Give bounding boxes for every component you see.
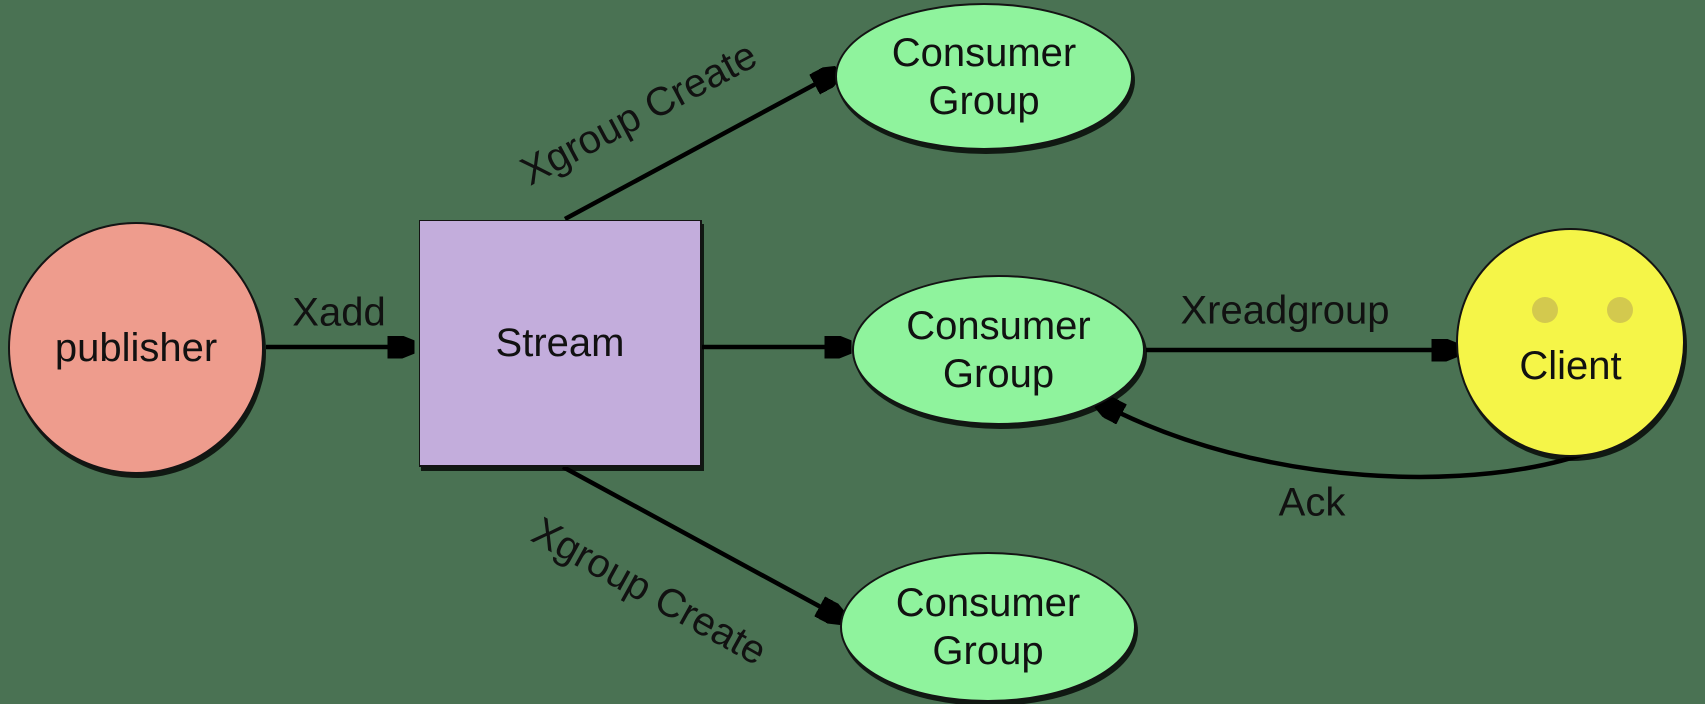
edge-label-xreadgroup: Xreadgroup [1180,288,1390,333]
edge-label-ack: Ack [1278,480,1346,525]
node-client: Client [1456,228,1685,457]
node-publisher: publisher [8,222,264,474]
edge-label-xgroup-create-top: Xgroup Create [513,33,764,195]
consumer-group-middle-label: Consumer Group [906,304,1091,396]
node-consumer-group-middle: Consumer Group [852,275,1145,425]
edge-label-xadd: Xadd [292,290,386,335]
consumer-group-bottom-label: Consumer Group [895,581,1081,673]
publisher-label: publisher [54,326,218,370]
edge-label-xgroup-create-bottom: Xgroup Create [524,509,774,674]
node-consumer-group-top: Consumer Group [835,3,1133,150]
client-left-eye-icon [1532,297,1558,323]
node-stream: Stream [419,220,702,467]
client-right-eye-icon [1607,297,1633,323]
node-consumer-group-bottom: Consumer Group [840,552,1136,702]
stream-label: Stream [495,321,625,365]
client-label: Client [1519,344,1622,388]
consumer-group-top-label: Consumer Group [891,30,1077,123]
